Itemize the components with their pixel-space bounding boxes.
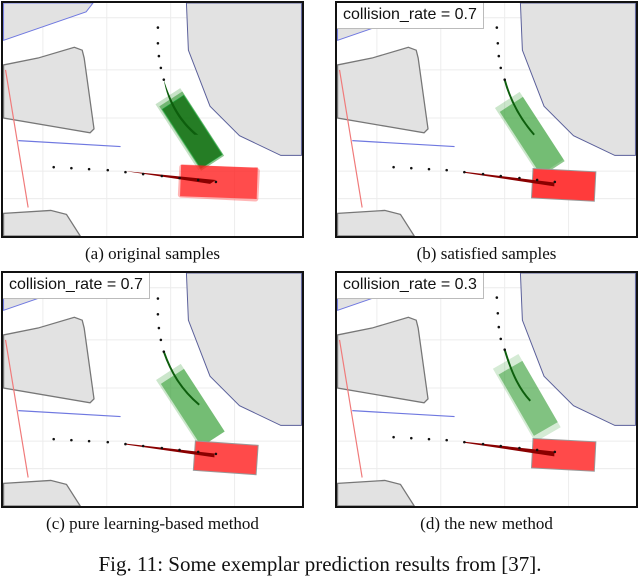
red-agent bbox=[530, 437, 597, 472]
lane-blue bbox=[18, 140, 121, 148]
obstacle-top-left bbox=[3, 3, 94, 42]
green-agent-samples bbox=[494, 91, 565, 177]
collision-rate-label: collision_rate = 0.7 bbox=[337, 3, 484, 29]
scene-map bbox=[3, 273, 302, 506]
history-dots bbox=[52, 26, 218, 184]
panel-d-label: (d) the new method bbox=[420, 514, 553, 533]
lane-red bbox=[4, 69, 29, 208]
red-agent bbox=[530, 167, 597, 202]
panel-a bbox=[1, 1, 304, 238]
red-path bbox=[125, 171, 216, 184]
figure-caption: Fig. 11: Some exemplar prediction result… bbox=[98, 552, 542, 576]
panel-b: collision_rate = 0.7 bbox=[335, 1, 638, 238]
panel-b-label: (b) satisfied samples bbox=[416, 244, 557, 263]
scene-map bbox=[337, 3, 636, 236]
red-agent-samples bbox=[177, 164, 260, 202]
panel-d: collision_rate = 0.3 bbox=[335, 271, 638, 508]
panel-c-label: (c) pure learning-based method bbox=[46, 514, 259, 533]
scene-map bbox=[3, 3, 302, 236]
collision-rate-label: collision_rate = 0.3 bbox=[337, 273, 484, 299]
collision-rate-label: collision_rate = 0.7 bbox=[3, 273, 150, 299]
obstacle-bottom-left bbox=[3, 209, 81, 236]
obstacle-top-right bbox=[185, 3, 302, 156]
red-path bbox=[463, 171, 555, 187]
scene-map bbox=[337, 273, 636, 506]
panel-a-label: (a) original samples bbox=[84, 244, 220, 263]
green-path bbox=[503, 79, 535, 136]
obstacle-left bbox=[3, 46, 95, 134]
red-agent bbox=[192, 440, 259, 476]
panel-c: collision_rate = 0.7 bbox=[1, 271, 304, 508]
green-agent-samples bbox=[156, 363, 225, 448]
